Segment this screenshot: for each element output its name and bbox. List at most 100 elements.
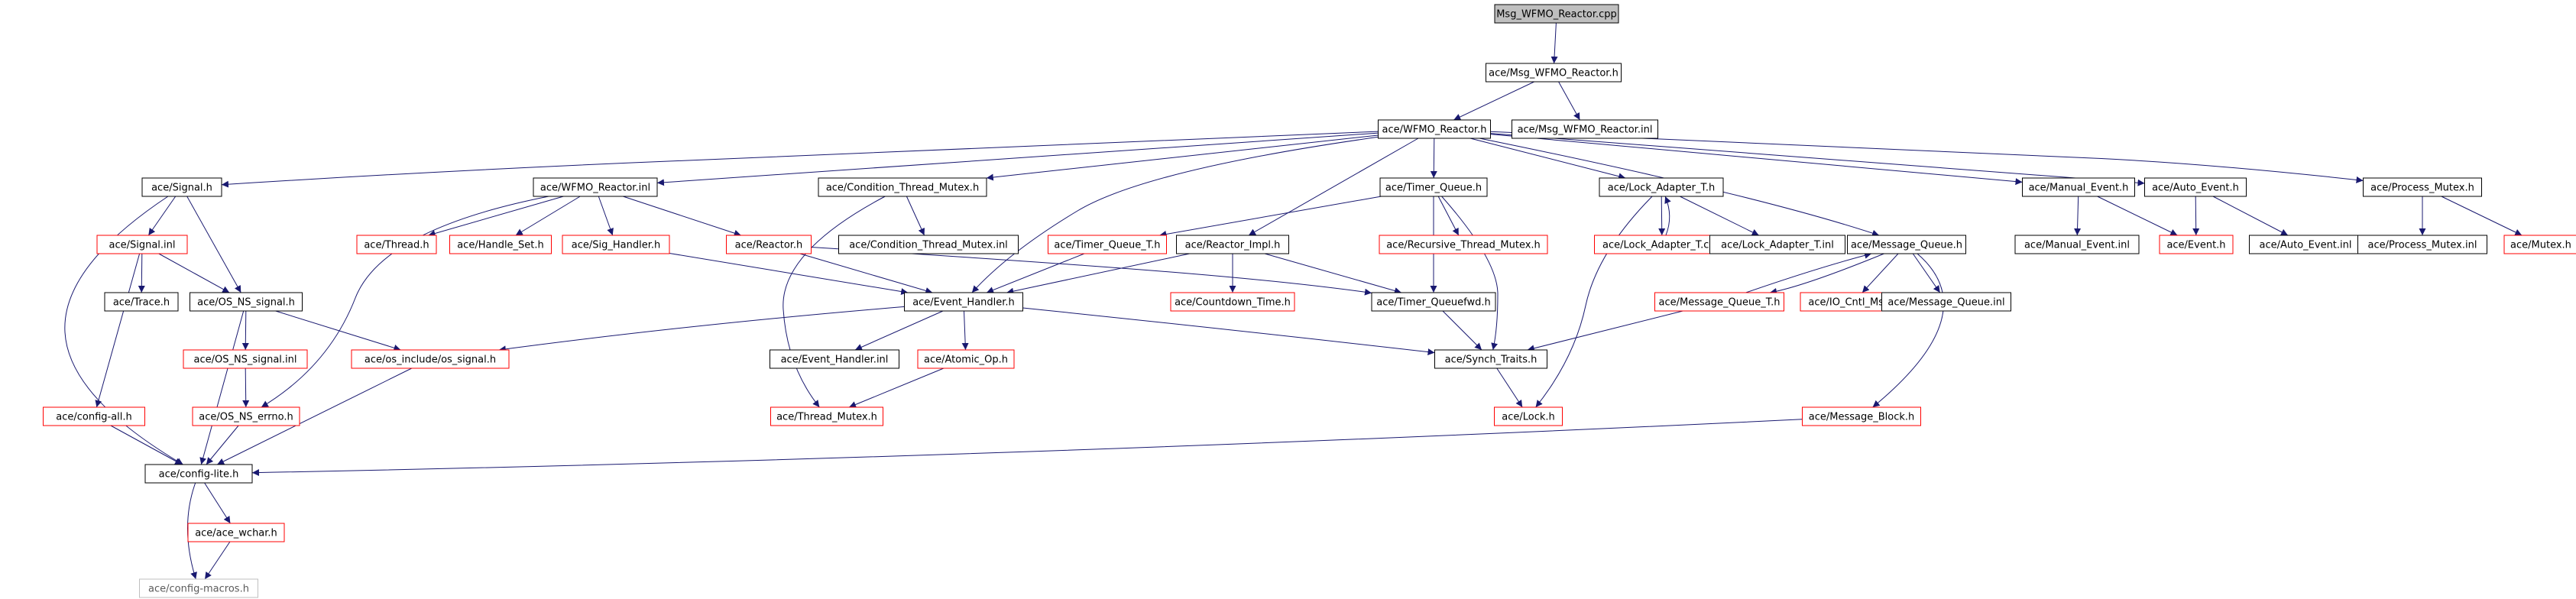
node-processmutexinl[interactable]: ace/Process_Mutex.inl [2357, 235, 2487, 254]
node-processmutexh[interactable]: ace/Process_Mutex.h [2363, 177, 2482, 197]
edge-timerqueueh-to-recthreadmutexh [1437, 196, 1460, 236]
node-label: ace/Condition_Thread_Mutex.h [826, 183, 979, 194]
edge-signalinl-to-osnssignalh [158, 253, 230, 293]
node-box [1170, 292, 1295, 312]
node-timerqueueh[interactable]: ace/Timer_Queue.h [1379, 177, 1488, 197]
node-box [917, 349, 1015, 369]
node-box [43, 406, 145, 426]
node-box [770, 406, 883, 426]
node-timerqueuet[interactable]: ace/Timer_Queue_T.h [1048, 235, 1167, 254]
node-box [533, 177, 658, 197]
node-box [838, 235, 1019, 254]
node-messagequeuet[interactable]: ace/Message_Queue_T.h [1654, 292, 1784, 312]
node-manualeventh[interactable]: ace/Manual_Event.h [2022, 177, 2135, 197]
node-lockadapterh[interactable]: ace/Lock_Adapter_T.h [1599, 177, 1724, 197]
node-condmutexh[interactable]: ace/Condition_Thread_Mutex.h [818, 177, 987, 197]
node-label: ace/Process_Mutex.h [2370, 183, 2474, 194]
node-eventhandlerh[interactable]: ace/Event_Handler.h [904, 292, 1023, 312]
node-messageblockh[interactable]: ace/Message_Block.h [1802, 406, 1921, 426]
edge-eventhandlerh-to-osincludesignalh [498, 306, 905, 353]
node-osnssignalh[interactable]: ace/OS_NS_signal.h [190, 292, 303, 312]
node-timerqueuefwdh[interactable]: ace/Timer_Queuefwd.h [1371, 292, 1496, 312]
node-label: ace/Msg_WFMO_Reactor.inl [1518, 125, 1653, 136]
edge-configliteh-to-acewcharh [204, 482, 231, 524]
node-root[interactable]: Msg_WFMO_Reactor.cpp [1494, 4, 1619, 24]
node-reactorimplh[interactable]: ace/Reactor_Impl.h [1176, 235, 1289, 254]
node-box [183, 349, 308, 369]
edge-sighandlerh-to-eventhandlerh [669, 253, 909, 295]
node-signalinl[interactable]: ace/Signal.inl [96, 235, 188, 254]
node-lockadapterinl[interactable]: ace/Lock_Adapter_T.inl [1709, 235, 1845, 254]
node-label: ace/os_include/os_signal.h [365, 355, 496, 366]
edge-reactorh-to-eventhandlerh [799, 253, 933, 294]
edge-wfmoh-to-lockadapterh [1469, 138, 1626, 180]
edge-lockadapterh-to-lockadaptercpp [1658, 196, 1666, 236]
edge-timerqueuefwdh-to-synchtraitsh [1442, 310, 1482, 351]
node-osnssignalinl[interactable]: ace/OS_NS_signal.inl [183, 349, 308, 369]
node-wfmoh[interactable]: ace/WFMO_Reactor.h [1378, 119, 1491, 139]
node-eventh[interactable]: ace/Event.h [2159, 235, 2234, 254]
edge-root-to-msgwfmoh [1550, 22, 1558, 64]
node-label: ace/Message_Queue.inl [1887, 297, 2004, 309]
edge-timerqueueh-to-timerqueuet [1159, 196, 1382, 238]
node-osincludesignalh[interactable]: ace/os_include/os_signal.h [351, 349, 510, 369]
node-countdowntimeh[interactable]: ace/Countdown_Time.h [1170, 292, 1295, 312]
node-messagequeueh[interactable]: ace/Message_Queue.h [1847, 235, 1966, 254]
node-label: ace/Thread.h [364, 240, 429, 251]
node-messagequeueinl[interactable]: ace/Message_Queue.inl [1881, 292, 2011, 312]
edge-wfmoh-to-signalh [221, 131, 1379, 188]
node-manualeventinl[interactable]: ace/Manual_Event.inl [2014, 235, 2140, 254]
node-mutexh[interactable]: ace/Mutex.h [2503, 235, 2576, 254]
node-label: ace/WFMO_Reactor.h [1382, 125, 1487, 136]
node-autoeventinl[interactable]: ace/Auto_Event.inl [2249, 235, 2362, 254]
node-configallh[interactable]: ace/config-all.h [43, 406, 145, 426]
node-wfmoinl[interactable]: ace/WFMO_Reactor.inl [533, 177, 658, 197]
node-synchtraitsh[interactable]: ace/Synch_Traits.h [1434, 349, 1547, 369]
node-traceh[interactable]: ace/Trace.h [104, 292, 179, 312]
edge-messagequeueh-to-messageblockh [1872, 253, 1944, 408]
node-box [2144, 177, 2247, 197]
node-condmutexinl[interactable]: ace/Condition_Thread_Mutex.inl [838, 235, 1019, 254]
node-label: ace/Message_Block.h [1809, 412, 1915, 423]
edge-signalh-to-signalinl [147, 196, 177, 236]
node-box [1494, 406, 1563, 426]
node-msgwfmoh[interactable]: ace/Msg_WFMO_Reactor.h [1486, 63, 1622, 83]
edge-wfmoinl-to-threadh [428, 196, 564, 237]
node-lockadaptercpp[interactable]: ace/Lock_Adapter_T.cpp [1594, 235, 1730, 254]
edge-osnserrnoh-to-configliteh [206, 425, 239, 465]
node-label: ace/Msg_WFMO_Reactor.h [1489, 68, 1619, 79]
node-box [1847, 235, 1966, 254]
edge-manualeventh-to-manualeventinl [2074, 196, 2082, 236]
node-box [1494, 4, 1619, 24]
node-handleseth[interactable]: ace/Handle_Set.h [449, 235, 552, 254]
node-threadh[interactable]: ace/Thread.h [356, 235, 437, 254]
node-box [904, 292, 1023, 312]
node-acewcharh[interactable]: ace/ace_wchar.h [187, 523, 285, 542]
node-box [726, 235, 812, 254]
edge-wfmoinl-to-handleseth [515, 196, 581, 236]
node-box [1599, 177, 1724, 197]
node-lockh[interactable]: ace/Lock.h [1494, 406, 1563, 426]
node-sighandlerh[interactable]: ace/Sig_Handler.h [562, 235, 670, 254]
node-box [1379, 235, 1548, 254]
node-threadmutexh[interactable]: ace/Thread_Mutex.h [770, 406, 883, 426]
node-osnserrnoh[interactable]: ace/OS_NS_errno.h [192, 406, 300, 426]
node-layer: Msg_WFMO_Reactor.cpp ace/Msg_WFMO_Reactor… [43, 4, 2576, 598]
node-atomicoph[interactable]: ace/Atomic_Op.h [917, 349, 1015, 369]
node-autoeventh[interactable]: ace/Auto_Event.h [2144, 177, 2247, 197]
edge-eventhandlerh-to-synchtraitsh [1022, 307, 1435, 356]
node-recthreadmutexh[interactable]: ace/Recursive_Thread_Mutex.h [1379, 235, 1548, 254]
node-box [139, 578, 258, 598]
node-label: ace/Trace.h [113, 297, 170, 309]
edge-autoeventh-to-autoeventinl [2212, 196, 2289, 236]
edge-processmutexh-to-mutexh [2441, 196, 2523, 236]
node-box [562, 235, 670, 254]
node-signalh[interactable]: ace/Signal.h [141, 177, 222, 197]
node-eventhandlerinl[interactable]: ace/Event_Handler.inl [770, 349, 899, 369]
node-box [1709, 235, 1845, 254]
node-reactorh[interactable]: ace/Reactor.h [726, 235, 812, 254]
edge-signalinl-to-traceh [138, 253, 145, 293]
node-msgwfmoinl[interactable]: ace/Msg_WFMO_Reactor.inl [1512, 119, 1658, 139]
node-configliteh[interactable]: ace/config-lite.h [144, 464, 253, 484]
